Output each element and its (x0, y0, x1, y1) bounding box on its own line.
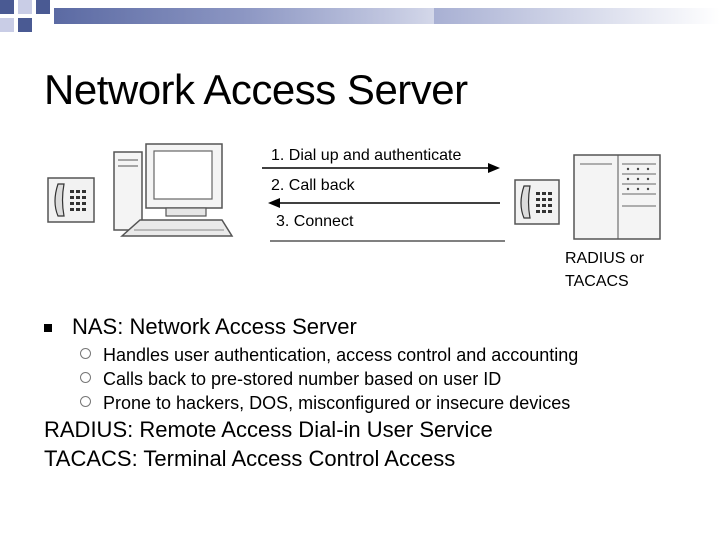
slide-title: Network Access Server (44, 66, 468, 113)
step-connect-label: 3. Connect (276, 213, 354, 230)
bullet-nas: NAS: Network Access Server (72, 314, 357, 339)
sub-bullet-text: Prone to hackers, DOS, misconfigured or … (103, 393, 571, 413)
computer-icon (113, 143, 234, 237)
bullet-ring-icon (80, 348, 91, 359)
call-back-arrow (268, 198, 500, 208)
server-label: RADIUS or TACACS (565, 247, 644, 293)
sub-bullet-text: Handles user authentication, access cont… (103, 345, 579, 365)
server-label-line1: RADIUS or (565, 250, 645, 267)
nas-diagram (47, 143, 661, 242)
server-icon (573, 154, 661, 240)
dial-up-arrow (262, 163, 500, 173)
bullet-square-icon (44, 324, 52, 332)
sub-bullet-text: Calls back to pre-stored number based on… (103, 369, 502, 389)
definition-radius: RADIUS: Remote Access Dial-in User Servi… (44, 417, 493, 442)
step-call-back-label: 2. Call back (271, 177, 355, 194)
bullet-ring-icon (80, 372, 91, 383)
telephone-icon (47, 177, 95, 223)
definition-tacacs: TACACS: Terminal Access Control Access (44, 446, 456, 471)
bullet-ring-icon (80, 396, 91, 407)
server-label-line2: TACACS (565, 273, 629, 290)
step-dial-up-label: 1. Dial up and authenticate (271, 147, 462, 164)
telephone-icon (514, 179, 560, 225)
corner-decoration (0, 0, 720, 32)
